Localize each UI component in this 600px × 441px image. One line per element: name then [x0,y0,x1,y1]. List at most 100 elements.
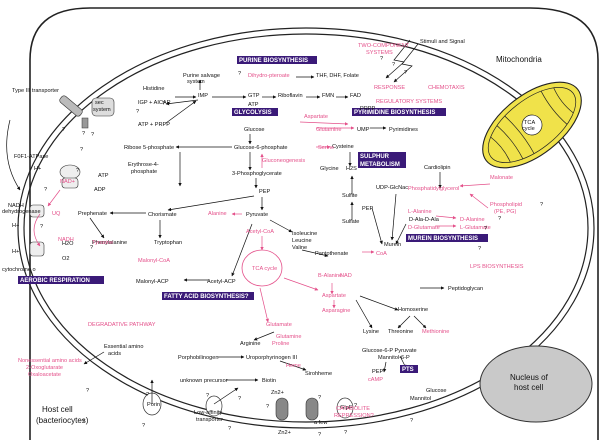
pathway-box: PTS [400,365,418,373]
highlight-label: CATABOLITE [336,406,370,412]
metabolite-label: Glucose-6-phosphate [234,145,288,151]
metabolite-label: Homoserine [398,307,428,313]
pathway-box-label: PURINE BIOSYNTHESIS [239,58,308,64]
metabolite-label: PEP [362,206,373,212]
highlight-label: LPS BIOSYNTHESIS [470,264,524,270]
metabolite-label: Acetyl-ACP [207,279,236,285]
metabolite-label: Erythrose-4- [128,162,159,168]
highlight-label: CoA [376,251,387,257]
metabolite-label: H+ [12,223,19,229]
highlight-label: Glutamine [276,334,302,340]
metabolite-label: Sirohheme [305,371,332,377]
pathway-box-label: MUREIN BIOSYNTHESIS [408,236,478,242]
metabolite-label: system [93,107,111,113]
metabolite-label: Glycine [320,166,339,172]
pathway-box-label: AEROBIC RESPIRATION [20,278,90,284]
metabolite-label: Sulfate [342,219,359,225]
metabolite-label: Zn2+ [278,430,291,436]
metabolite-label: Pyruvate [246,212,268,218]
highlight-label: NAD+ [60,179,75,185]
question-mark: ? [238,396,241,402]
question-mark: ? [76,168,79,174]
metabolite-label: UDP-GlcNac [376,185,408,191]
metabolite-label: ATP [248,102,259,108]
host-cell-label-2: (bacteriocytes) [36,416,89,425]
metabolite-label: acids [108,351,121,357]
highlight-label: Aspartate [322,293,346,299]
metabolite-label: UMP [357,127,370,133]
metabolite-label: D-Ala-D-Ala [409,217,440,223]
question-mark: ? [354,403,357,409]
metabolite-label: GlpF [340,405,353,411]
question-mark: ? [82,419,85,425]
pathway-box: PYRIMIDINE BIOSYNTHESIS [352,108,446,116]
metabolite-label: Pantothenate [315,251,348,257]
highlight-label: Malonate [490,175,513,181]
highlight-label: (PE, PG) [494,209,517,215]
highlight-label: DEGRADATIVE PATHWAY [88,322,156,328]
question-mark: ? [91,132,94,138]
metabolite-label: Leucine [292,238,312,244]
highlight-label: Oxaloacetate [28,372,61,378]
metabolite-label: Glucose [244,127,265,133]
question-mark: ? [410,418,413,424]
sec-system-box [91,97,115,117]
question-mark: ? [90,245,93,251]
metabolite-label: Arginine [240,341,261,347]
pathway-box: MUREIN BIOSYNTHESIS [406,234,488,242]
question-mark: ? [162,101,165,107]
metabolite-label: Mannitol [410,396,431,402]
pathway-box-label: PYRIMIDINE BIOSYNTHESIS [354,110,435,116]
metabolite-label: ADP [94,187,106,193]
pink-pathway-arrows [33,121,491,323]
highlight-label: Glutamine [316,127,342,133]
pathway-box: AEROBIC RESPIRATION [18,276,104,284]
highlight-label: Aspartate [304,114,328,120]
highlight-label: Serine [318,145,334,151]
metabolite-label: cytochrome o [2,267,36,273]
question-mark: ? [146,392,149,398]
metabolite-label: ATP [98,173,109,179]
metabolite-label: FMN [322,93,334,99]
metabolite-label: Porin [147,402,160,408]
highlight-label: D-Glutamate [408,225,440,231]
metabolite-label: Purine salvage [183,73,220,79]
metabolite-label: Threonine [388,329,413,335]
question-mark: ? [540,202,543,208]
host-nucleus [479,345,593,423]
metabolite-label: PRPP [360,106,376,112]
highlight-label: Tyrosine [92,240,113,246]
metabolite-label: Isoleucine [292,231,317,237]
type-iii-transporter [59,95,89,129]
highlight-label: Heme [286,363,301,369]
highlight-label: cAMP [368,377,383,383]
question-mark: ? [238,71,241,77]
metabolite-label: Sulfite [342,193,358,199]
highlight-label: Acetyl-CoA [246,229,274,235]
question-mark: ? [82,131,85,137]
metabolite-label: H2O [62,241,74,247]
metabolite-label: Valine [292,245,307,251]
mito-cycle-label: cycle [522,126,535,132]
question-mark: ? [380,56,383,62]
highlight-label: NAD [340,273,352,279]
highlight-label: Nonessential amino acids [18,358,82,364]
question-mark: ? [136,109,139,115]
mito-tca-label: TCA [524,120,535,126]
metabolite-label: IMP [198,93,208,99]
metabolite-label: Essential amino [104,344,144,350]
nucleus-label-1: Nucleus of [510,373,549,382]
metabolite-label: Zn2+ [271,390,284,396]
metabolite-label: Murein [384,242,401,248]
question-mark: ? [206,393,209,399]
metabolite-label: Uroporphyrinogen III [246,355,297,361]
pathway-box-label: FATTY ACID BIOSYNTHESIS? [164,294,249,300]
metabolite-label: Phenylalanine [92,240,127,246]
stimuli-label: Stimuli and Signal [420,39,465,45]
metabolite-label: Chorismate [148,212,177,218]
highlight-label: Dihydro-pteroate [248,73,290,79]
metabolite-label: Glucose [426,388,447,394]
metabolite-label: system [187,79,205,85]
